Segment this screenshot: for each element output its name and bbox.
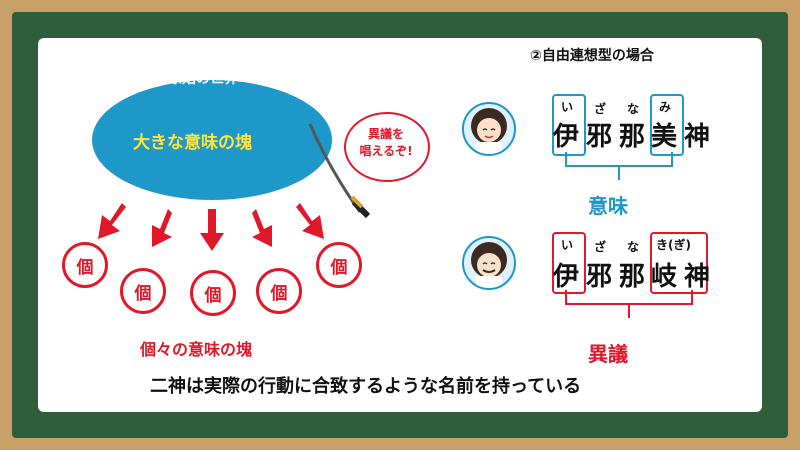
speech-bubble-text: 異議を 唱えるぞ!: [354, 126, 418, 160]
kanji-b1: 伊: [553, 262, 580, 292]
ruby-i: い: [561, 100, 574, 114]
speech-line-2: 唱えるぞ!: [359, 144, 413, 158]
arrow-down-icon: [200, 209, 224, 251]
objection-label: 異議: [588, 342, 628, 366]
blob-text: 大きな意味の塊: [133, 133, 252, 153]
objection-bracket: [565, 290, 693, 318]
ruby-mi: み: [659, 100, 672, 114]
arrow-down-left-2-icon: [152, 209, 172, 247]
kanji-5: 神: [684, 122, 711, 152]
katana-icon: [308, 123, 371, 219]
ruby-na: な: [627, 102, 640, 116]
arrow-down-right-2-icon: [296, 203, 324, 239]
ruby-box-ki-red: [650, 232, 708, 294]
piece-3: 個: [190, 270, 236, 316]
ruby-i-2: い: [561, 238, 574, 252]
kanji-1: 伊: [553, 122, 580, 152]
ruby-box-mi: [650, 94, 684, 156]
kanji-3: 那: [619, 122, 646, 152]
kanji-b4: 岐: [651, 262, 678, 292]
ruby-za-2: ざ: [594, 240, 607, 254]
kanji-b5: 神: [684, 262, 711, 292]
arrow-down-left-1-icon: [98, 203, 126, 239]
piece-2: 個: [120, 268, 166, 314]
speech-bubble: [344, 112, 430, 182]
arrows-group: [98, 203, 324, 251]
meaning-label: 意味: [588, 194, 628, 218]
ruby-za: ざ: [594, 102, 607, 116]
ruby-box-i: [552, 94, 586, 156]
izanami-avatar: [462, 102, 516, 156]
piece-4: 個: [256, 268, 302, 314]
piece-1: 個: [62, 242, 108, 288]
kanji-2: 邪: [586, 122, 613, 152]
speech-line-1: 異議を: [367, 127, 404, 141]
kanji-4: 美: [651, 122, 678, 152]
ruby-na-2: な: [627, 240, 640, 254]
kanji-b3: 那: [619, 262, 646, 292]
section-heading: ②自由連想型の場合: [530, 48, 654, 64]
big-meaning-blob: [92, 80, 332, 200]
kanji-b2: 邪: [586, 262, 613, 292]
ruby-box-i-red: [552, 232, 586, 294]
ruby-ki: き(ぎ): [656, 238, 691, 252]
pieces-label: 個々の意味の塊: [140, 340, 253, 359]
world-title: 原始の世界: [168, 71, 238, 87]
izanagi-avatar: [462, 236, 516, 290]
piece-5: 個: [316, 242, 362, 288]
footer-text: 二神は実際の行動に合致するような名前を持っている: [150, 376, 582, 397]
meaning-bracket: [565, 152, 673, 180]
arrow-down-right-1-icon: [252, 209, 272, 247]
